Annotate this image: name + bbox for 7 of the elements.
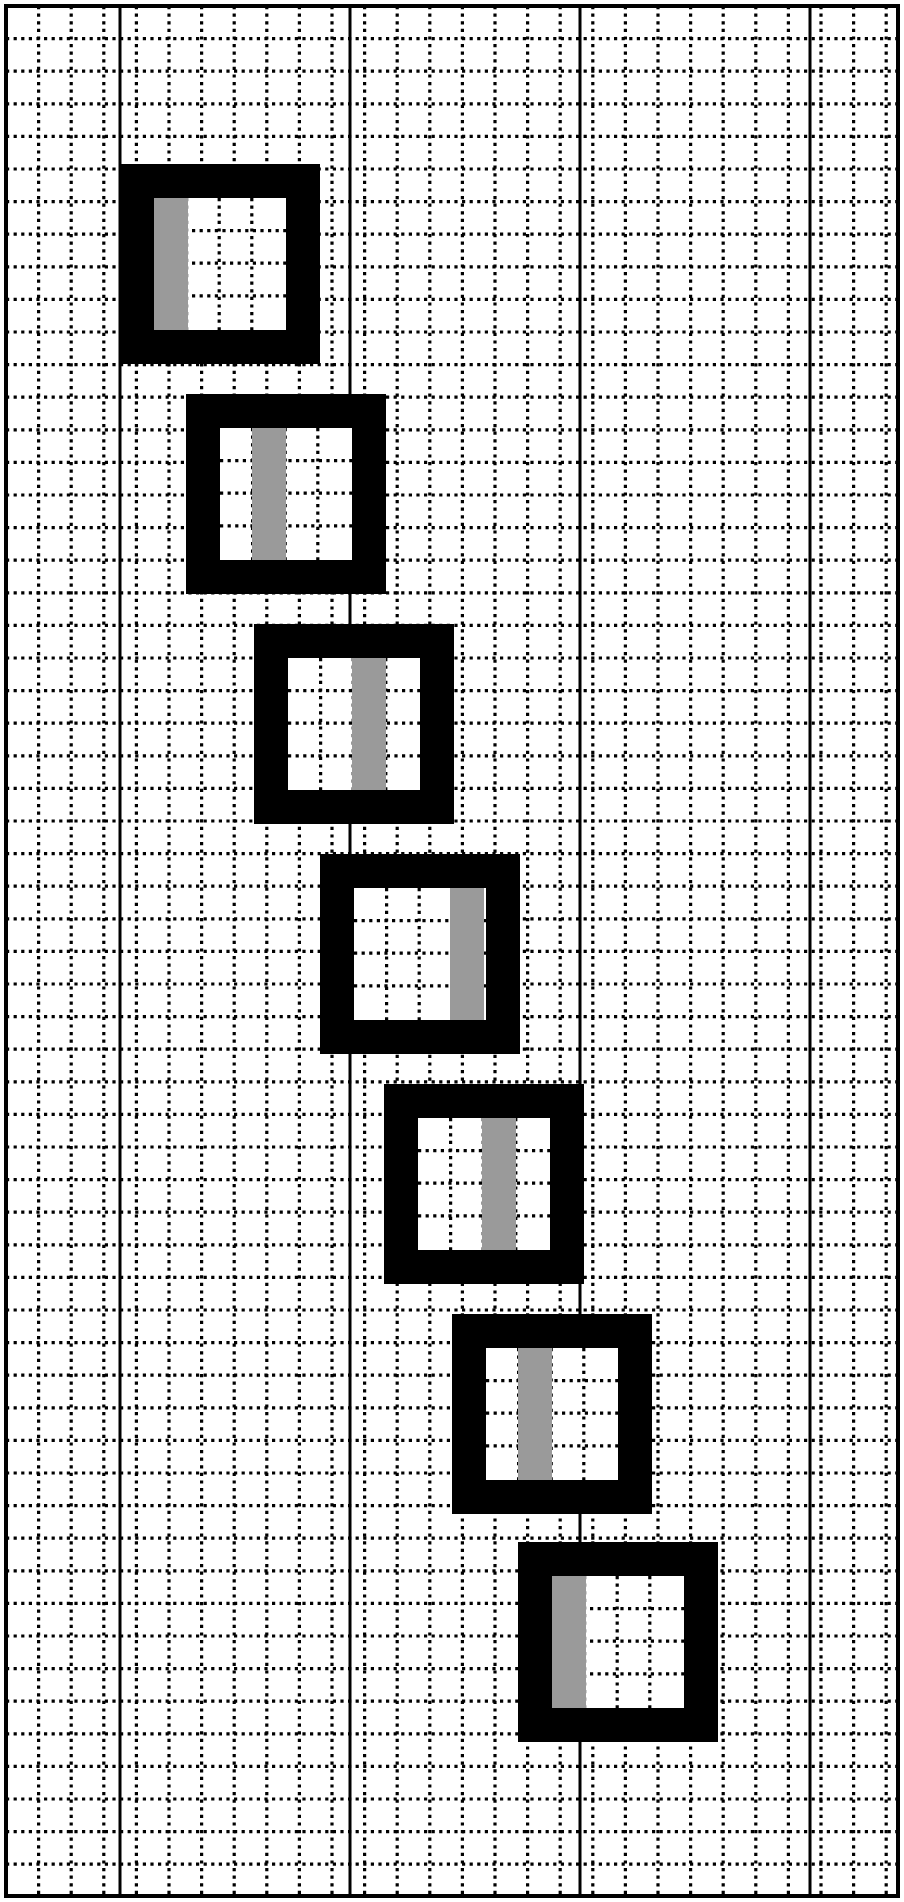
window-frame xyxy=(254,624,454,824)
window-frame xyxy=(186,394,386,594)
window-frame xyxy=(384,1084,584,1284)
window-frame xyxy=(120,164,320,364)
window-frame xyxy=(518,1542,718,1742)
window-frame xyxy=(452,1314,652,1514)
window-frame xyxy=(320,854,520,1054)
